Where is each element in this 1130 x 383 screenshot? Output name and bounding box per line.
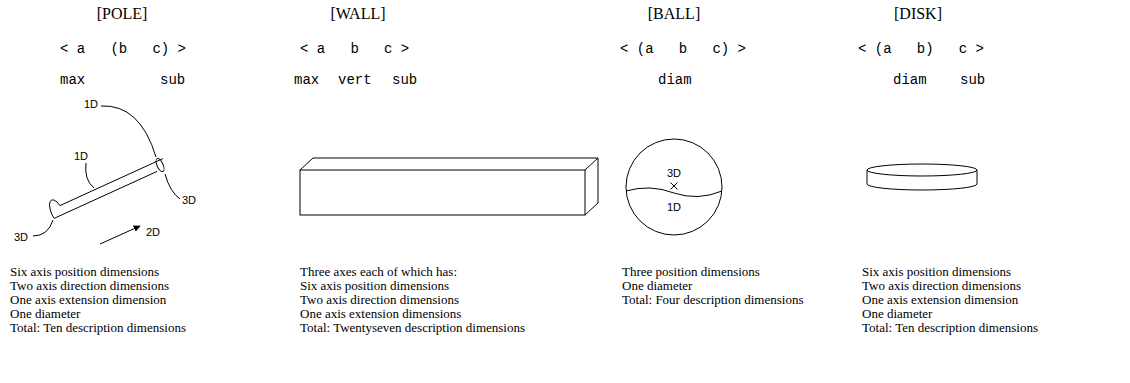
dimension-label: 3D [14,232,28,243]
axis-grouping: < (a b c) > [620,42,746,56]
axis-role: sub [160,73,185,87]
wall-figure [300,158,598,215]
shape-heading: [WALL] [330,6,385,22]
shape-heading: [POLE] [97,6,148,22]
description-line: Total: Twentyseven description dimension… [300,321,525,334]
dimension-label: 1D [74,151,88,162]
description-line: One axis extension dimension [862,293,1018,306]
leader-line [101,106,156,157]
axis-grouping: < (a b) c > [858,42,984,56]
description-line: Three position dimensions [622,265,760,278]
dimension-label: 1D [84,99,98,110]
description-line: One diameter [862,307,932,320]
leader-line [165,174,180,199]
direction-arrow [100,226,140,244]
dimension-label: 1D [667,202,681,213]
axis-grouping: < a (b c) > [60,42,186,56]
description-line: Six axis position dimensions [10,265,159,278]
description-line: Two axis direction dimensions [862,279,1021,292]
dimension-label: 2D [146,227,160,238]
ball-figure [626,139,722,235]
description-line: One diameter [622,279,692,292]
description-line: Total: Four description dimensions [622,293,803,306]
description-line: One axis extension dimension [10,293,166,306]
axis-role: sub [960,73,985,87]
description-line: Two axis direction dimensions [10,279,169,292]
leader-line [86,163,94,188]
description-line: Three axes each of which has: [300,265,457,278]
axis-grouping: < a b c > [300,42,409,56]
dimension-label: 3D [182,195,196,206]
description-line: Six axis position dimensions [862,265,1011,278]
description-line: One axis extension dimensions [300,307,461,320]
axis-role: diam [658,73,692,87]
description-line: Two axis direction dimensions [300,293,459,306]
axis-role: max [294,73,319,87]
axis-role: sub [392,73,417,87]
disk-figure [867,164,977,190]
axis-role: max [60,73,85,87]
shape-heading: [BALL] [648,6,700,22]
description-line: Six axis position dimensions [300,279,449,292]
axis-role: vert [338,73,372,87]
dimension-label: 3D [667,168,681,179]
description-line: Total: Ten description dimensions [862,321,1038,334]
axis-role: diam [893,73,927,87]
pole-figure [33,106,180,244]
leader-line [33,220,53,236]
description-line: Total: Ten description dimensions [10,321,186,334]
description-line: One diameter [10,307,80,320]
shape-heading: [DISK] [894,6,942,22]
